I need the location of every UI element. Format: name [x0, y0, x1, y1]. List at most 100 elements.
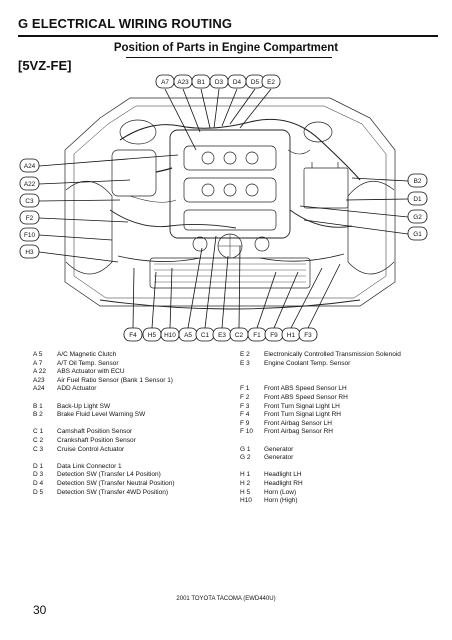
legend-spacer	[240, 377, 440, 386]
tag-bottom-3: A5	[178, 327, 198, 342]
top-tags: A7 A23 B1 D3 D4 D5 E2	[155, 74, 281, 89]
legend-spacer	[240, 368, 440, 377]
legend-code: D 1	[33, 462, 44, 470]
tag-bottom-8: F9	[264, 327, 284, 342]
tag-top-6: E2	[261, 74, 281, 89]
tag-bottom-2: H10	[160, 327, 180, 342]
publication-footer: 2001 TOYOTA TACOMA (EWD440U)	[176, 596, 276, 602]
tag-label: D5	[251, 79, 260, 86]
legend-code: A24	[33, 385, 45, 393]
tag-right-2: G2	[407, 209, 428, 224]
legend-code: E 3	[240, 359, 250, 367]
legend-code: F 3	[240, 402, 250, 410]
legend-name: Horn (High)	[264, 497, 298, 505]
tag-label: B1	[197, 79, 205, 86]
tag-top-0: A7	[155, 74, 175, 89]
leader-lines	[38, 88, 409, 329]
tag-left-3: F2	[19, 210, 40, 225]
legend-code: G 1	[240, 445, 251, 453]
legend-code: H 2	[240, 479, 251, 487]
legend-code: D 4	[33, 479, 44, 487]
tag-label: B2	[414, 178, 422, 185]
legend-code: A 7	[33, 359, 43, 367]
legend-code: H 1	[240, 471, 251, 479]
legend-item: A24 ADD Actuator	[33, 385, 228, 394]
legend-group-e: E 2 Electronically Controlled Transmissio…	[240, 351, 440, 368]
tag-label: H5	[148, 332, 157, 339]
legend-code: E 2	[240, 351, 250, 358]
legend-name: Horn (Low)	[264, 488, 297, 496]
tag-right-0: B2	[407, 173, 428, 188]
tag-label: E3	[218, 332, 226, 339]
legend-name: Engine Coolant Temp. Sensor	[264, 359, 351, 367]
tag-label: A5	[184, 332, 192, 339]
legend-name: Electronically Controlled Transmission S…	[264, 351, 401, 358]
legend-name: Front ABS Speed Sensor LH	[264, 385, 347, 393]
tag-label: E2	[267, 79, 275, 86]
bottom-tags: F4 H5 H10 A5 C1 E3 C2 F1 F9 H1 F3	[123, 327, 318, 342]
tag-bottom-5: E3	[212, 327, 232, 342]
legend-item: G 1 Generator	[240, 446, 440, 455]
header-rule	[18, 35, 438, 37]
legend-item: G 2 Generator	[240, 454, 440, 463]
tag-label: A7	[161, 79, 169, 86]
tag-label: G1	[413, 231, 422, 238]
tag-bottom-9: H1	[281, 327, 301, 342]
legend-name: Back-Up Light SW	[57, 402, 111, 410]
legend-code: D 3	[33, 471, 44, 479]
legend-name: Front Airbag Sensor RH	[264, 428, 334, 436]
legend-code: C 3	[33, 445, 44, 453]
tag-label: A23	[177, 79, 189, 86]
legend-name: Front Turn Signal Light RH	[264, 411, 341, 419]
legend-group-f: F 1 Front ABS Speed Sensor LH F 2 Front AB…	[240, 385, 440, 437]
legend-name: Generator	[264, 454, 294, 462]
tag-top-1: A23	[173, 74, 193, 89]
legend-item: F 1 Front ABS Speed Sensor LH	[240, 385, 440, 394]
legend-name: A/C Magnetic Clutch	[57, 351, 117, 358]
legend-code: G 2	[240, 454, 251, 462]
tag-right-3: G1	[407, 226, 428, 241]
legend-name: Generator	[264, 445, 294, 453]
engine-code: [5VZ-FE]	[18, 58, 72, 73]
legend-name: ADD Actuator	[57, 385, 97, 393]
legend-spacer	[33, 420, 228, 429]
legend-name: A/T Oil Temp. Sensor	[57, 359, 119, 367]
section-title: G ELECTRICAL WIRING ROUTING	[18, 16, 233, 31]
tag-bottom-1: H5	[142, 327, 162, 342]
tag-bottom-7: F1	[247, 327, 267, 342]
tag-top-4: D4	[227, 74, 247, 89]
tag-bottom-6: C2	[229, 327, 249, 342]
legend-name: Front ABS Speed Sensor RH	[264, 393, 348, 401]
legend-code: F 1	[240, 385, 250, 393]
tag-top-2: B1	[191, 74, 211, 89]
diagram-title-underline	[126, 57, 332, 58]
tag-left-4: F10	[19, 227, 40, 242]
tag-label: D3	[215, 79, 224, 86]
legend-name: Detection SW (Transfer 4WD Position)	[57, 488, 169, 496]
tag-label: F10	[24, 232, 35, 239]
right-tags: B2 D1 G2 G1	[407, 173, 428, 241]
tag-label: A22	[24, 181, 36, 188]
legend-code: F 9	[240, 419, 250, 427]
legend-name: Air Fuel Ratio Sensor (Bank 1 Sensor 1)	[57, 376, 173, 384]
tag-label: H3	[25, 249, 34, 256]
tag-top-3: D3	[209, 74, 229, 89]
legend-spacer	[240, 437, 440, 446]
tag-bottom-4: C1	[195, 327, 215, 342]
legend-code: B 2	[33, 411, 43, 419]
tag-label: C1	[201, 332, 210, 339]
engine-drawing	[64, 97, 396, 310]
legend-group-g: G 1 Generator G 2 Generator	[240, 446, 440, 463]
legend-code: F 2	[240, 393, 250, 401]
legend-code: C 2	[33, 436, 44, 444]
tag-bottom-10: F3	[298, 327, 318, 342]
